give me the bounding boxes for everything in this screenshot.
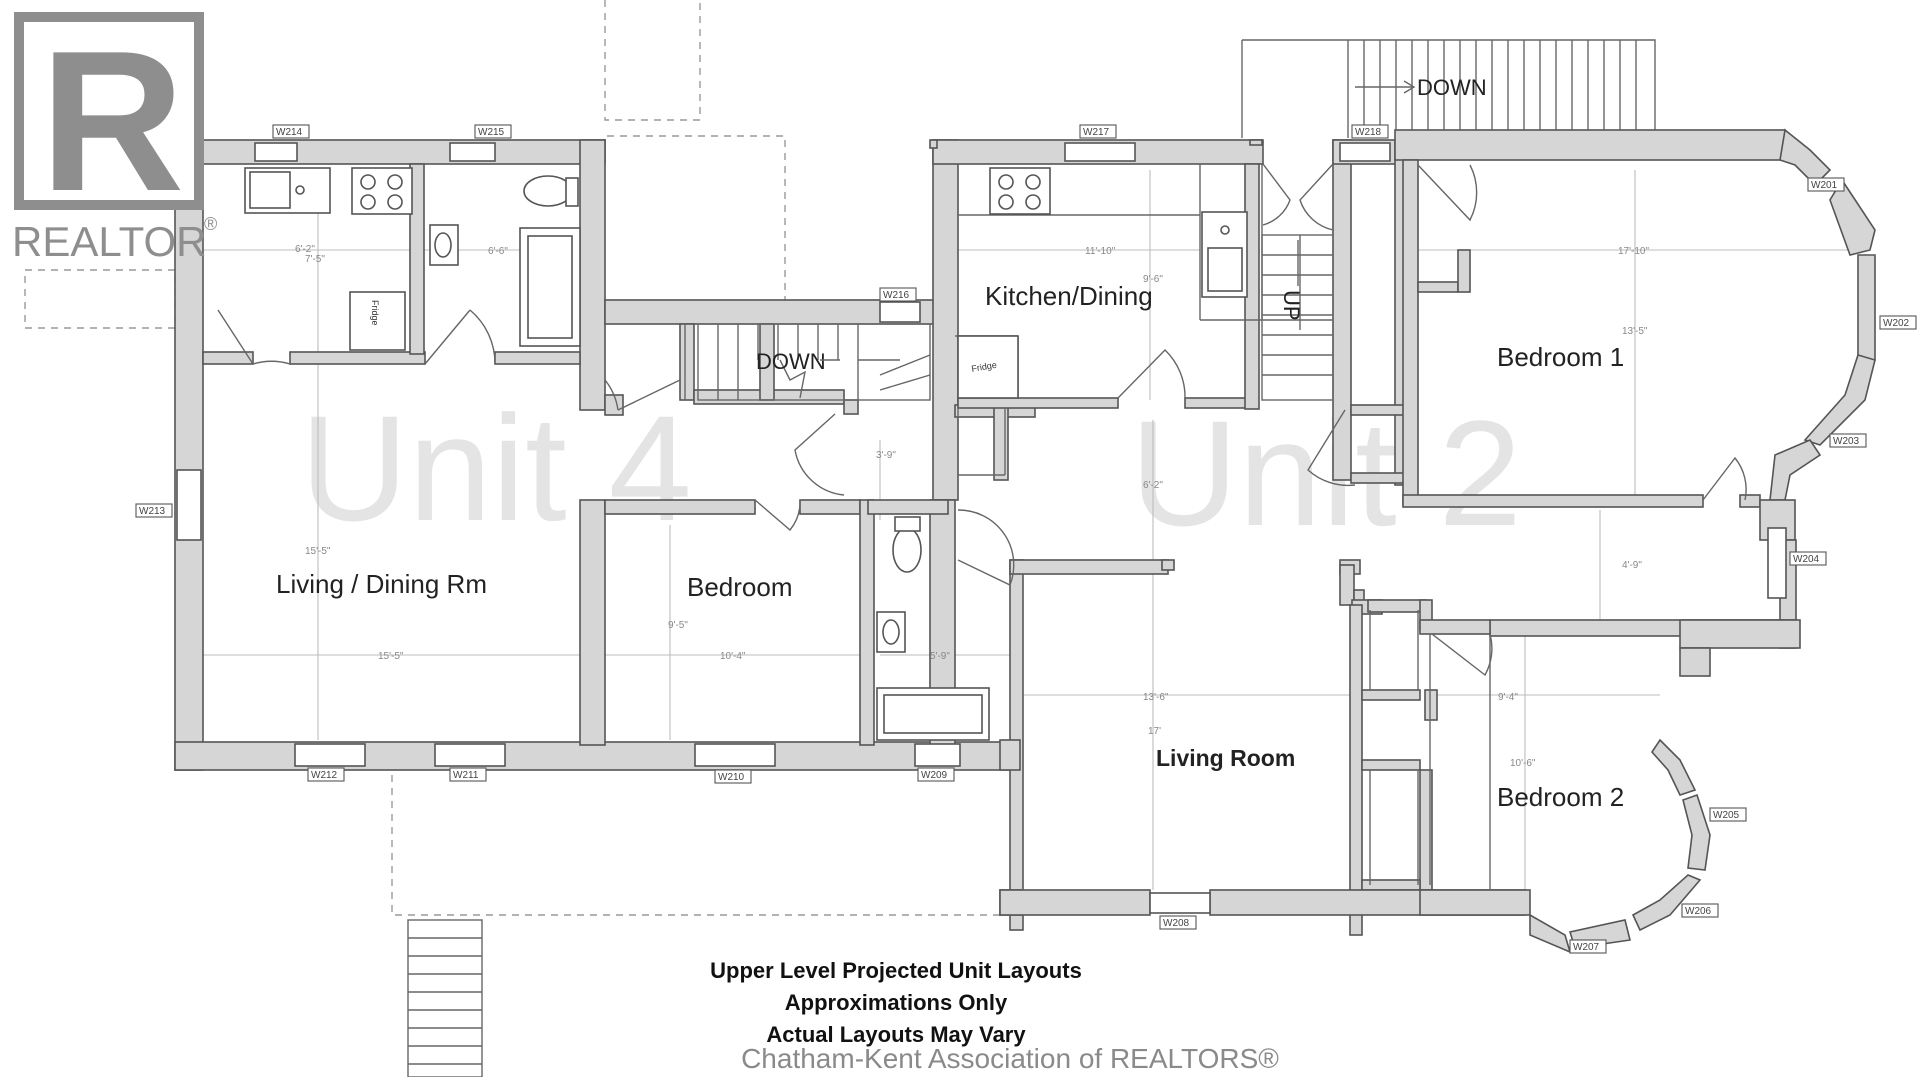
note-line-2: Approximations Only bbox=[785, 990, 1008, 1015]
stairs-central bbox=[1261, 234, 1334, 401]
dimension-label: 17'-10" bbox=[1618, 246, 1649, 257]
room-label-living-dining: Living / Dining Rm bbox=[276, 569, 487, 599]
windows bbox=[176, 142, 1787, 914]
unit-4-label: Unit 4 bbox=[300, 384, 692, 552]
dimension-label: 15'-5" bbox=[305, 546, 331, 557]
room-label-bedroom-2: Bedroom 2 bbox=[1497, 782, 1624, 812]
window-label: W201 bbox=[1811, 180, 1838, 191]
fridge-unit2 bbox=[957, 335, 1019, 399]
window-label: W213 bbox=[139, 506, 166, 517]
stove-unit2 bbox=[989, 167, 1051, 215]
window-label: W211 bbox=[453, 770, 479, 781]
plan-notes: Upper Level Projected Unit Layouts Appro… bbox=[710, 958, 1082, 1047]
dimension-label: 7'-5" bbox=[305, 254, 325, 265]
dimension-label: 9'-4" bbox=[1498, 692, 1518, 703]
dimension-lines bbox=[198, 170, 1860, 890]
dimension-label: 10'-4" bbox=[720, 651, 746, 662]
partitions bbox=[684, 164, 1491, 890]
toilet-unit2 bbox=[892, 527, 922, 573]
fixtures: Fridge Fridge bbox=[244, 167, 1248, 741]
dimension-label: 9'-6" bbox=[1143, 274, 1163, 285]
realtor-logo-letter: R bbox=[40, 10, 184, 233]
outline-dashed bbox=[24, 0, 1656, 1077]
dimension-label: 13'-5" bbox=[1622, 326, 1648, 337]
realtor-logo-text: REALTOR bbox=[12, 218, 207, 265]
window-label: W203 bbox=[1833, 436, 1860, 447]
window-label: W212 bbox=[311, 770, 338, 781]
fridge-label: Fridge bbox=[971, 360, 998, 374]
dimension-label: 13'-6" bbox=[1143, 692, 1169, 703]
dimension-label: 6'-2" bbox=[1143, 480, 1163, 491]
outside-stairs-bottom bbox=[407, 919, 483, 1077]
window-label: W210 bbox=[718, 772, 745, 783]
room-label-living-room: Living Room bbox=[1156, 745, 1295, 771]
window-label: W218 bbox=[1355, 127, 1382, 138]
window-label: W208 bbox=[1163, 918, 1190, 929]
dimension-label: 17' bbox=[1148, 726, 1161, 737]
window-label: W209 bbox=[921, 770, 948, 781]
window-label: W202 bbox=[1883, 318, 1910, 329]
window-label: W205 bbox=[1713, 810, 1740, 821]
window-label: W206 bbox=[1685, 906, 1712, 917]
fridge-label: Fridge bbox=[370, 300, 380, 326]
stair-treads-top bbox=[1347, 40, 1637, 138]
stair-down-label: DOWN bbox=[756, 349, 826, 374]
window-label: W214 bbox=[276, 127, 303, 138]
window-tags: W214 W215 W217 W218 W216 W213 W201 W202 … bbox=[135, 124, 1917, 954]
window-label: W215 bbox=[478, 127, 505, 138]
room-labels: Living / Dining Rm Bedroom Kitchen/Dinin… bbox=[276, 281, 1624, 812]
note-line-1: Upper Level Projected Unit Layouts bbox=[710, 958, 1082, 983]
realtor-logo-mark: ® bbox=[204, 214, 217, 234]
room-label-kitchen-dining: Kitchen/Dining bbox=[985, 281, 1153, 311]
window-label: W217 bbox=[1083, 127, 1110, 138]
credit-watermark: Chatham-Kent Association of REALTORS® bbox=[741, 1043, 1279, 1074]
doors bbox=[217, 163, 1747, 677]
window-label: W204 bbox=[1793, 554, 1820, 565]
room-label-bedroom-1: Bedroom 1 bbox=[1497, 342, 1624, 372]
dimension-label: 3'-9" bbox=[876, 450, 896, 461]
stove-unit4 bbox=[351, 167, 413, 215]
dimension-label: 10'-6" bbox=[1510, 758, 1536, 769]
fridge-unit4 bbox=[349, 291, 406, 351]
realtor-logo: R REALTOR ® bbox=[12, 10, 217, 265]
dimension-label: 9'-5" bbox=[668, 620, 688, 631]
dimension-label: 15'-5" bbox=[378, 651, 404, 662]
stairs-hall bbox=[697, 323, 931, 401]
dimension-labels: 6'-2" 7'-5" 6'-6" 11'-10" 9'-6" 17'-10" … bbox=[295, 244, 1649, 769]
dimension-label: 5'-9" bbox=[930, 651, 950, 662]
window-label: W216 bbox=[883, 290, 910, 301]
dimension-label: 6'-6" bbox=[488, 246, 508, 257]
stair-down-label: DOWN bbox=[1417, 75, 1487, 100]
note-line-3: Actual Layouts May Vary bbox=[766, 1022, 1026, 1047]
room-label-bedroom: Bedroom bbox=[687, 572, 793, 602]
dimension-label: 11'-10" bbox=[1085, 246, 1116, 257]
dimension-label: 6'-2" bbox=[295, 244, 315, 255]
stair-labels: DOWN DOWN UP bbox=[756, 75, 1487, 374]
dimension-label: 4'-9" bbox=[1622, 560, 1642, 571]
toilet-unit4 bbox=[523, 175, 573, 207]
window-label: W207 bbox=[1573, 942, 1600, 953]
unit-2-label: Unit 2 bbox=[1130, 389, 1522, 557]
stair-up-label: UP bbox=[1279, 290, 1304, 321]
